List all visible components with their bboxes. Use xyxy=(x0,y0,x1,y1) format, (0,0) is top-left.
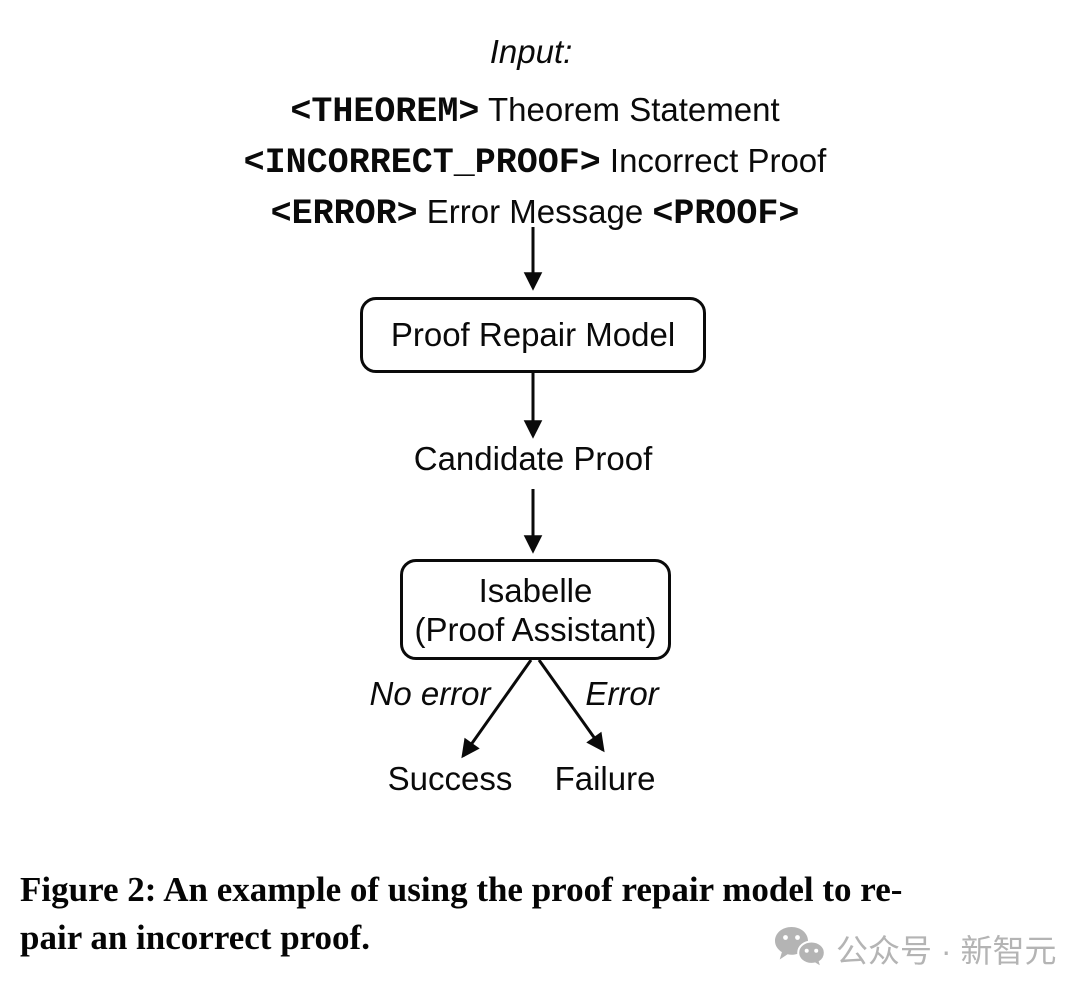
arrow-no-error-to-success xyxy=(461,659,533,759)
error-text: Error Message xyxy=(417,193,653,230)
caption-line-2: pair an incorrect proof. xyxy=(20,918,370,957)
proof-tag: <PROOF> xyxy=(652,194,800,234)
watermark: 公众号 · 新智元 xyxy=(774,926,1056,972)
theorem-text: Theorem Statement xyxy=(479,91,780,128)
flow-arrows xyxy=(461,227,605,759)
label-candidate-proof: Candidate Proof xyxy=(413,440,653,477)
input-line-theorem: <THEOREM> Theorem Statement xyxy=(135,88,935,139)
outcome-failure: Failure xyxy=(554,760,656,797)
node-isabelle: Isabelle (Proof Assistant) xyxy=(400,559,671,660)
incorrect-proof-text: Incorrect Proof xyxy=(600,142,827,179)
figure-caption: Figure 2: An example of using the proof … xyxy=(20,866,1070,962)
arrow-error-to-failure xyxy=(537,659,605,753)
edge-label-no-error: No error xyxy=(369,675,491,712)
input-label: Input: xyxy=(489,33,573,70)
edge-label-error: Error xyxy=(585,675,659,712)
node-isabelle-subtitle: (Proof Assistant) xyxy=(414,610,657,648)
input-line-incorrect-proof: <INCORRECT_PROOF> Incorrect Proof xyxy=(135,139,935,190)
input-spec: <THEOREM> Theorem Statement <INCORRECT_P… xyxy=(135,88,935,241)
caption-line-1: Figure 2: An example of using the proof … xyxy=(20,870,903,909)
outcome-success: Success xyxy=(387,760,513,797)
node-proof-repair-model: Proof Repair Model xyxy=(360,297,706,373)
theorem-tag: <THEOREM> xyxy=(290,92,480,132)
node-proof-repair-model-label: Proof Repair Model xyxy=(390,316,676,353)
error-tag: <ERROR> xyxy=(270,194,418,234)
wechat-icon xyxy=(775,927,826,970)
node-isabelle-name: Isabelle xyxy=(478,571,593,609)
watermark-text: 公众号 · 新智元 xyxy=(836,933,1057,969)
input-line-error: <ERROR> Error Message <PROOF> xyxy=(135,190,935,241)
incorrect-proof-tag: <INCORRECT_PROOF> xyxy=(243,143,601,183)
